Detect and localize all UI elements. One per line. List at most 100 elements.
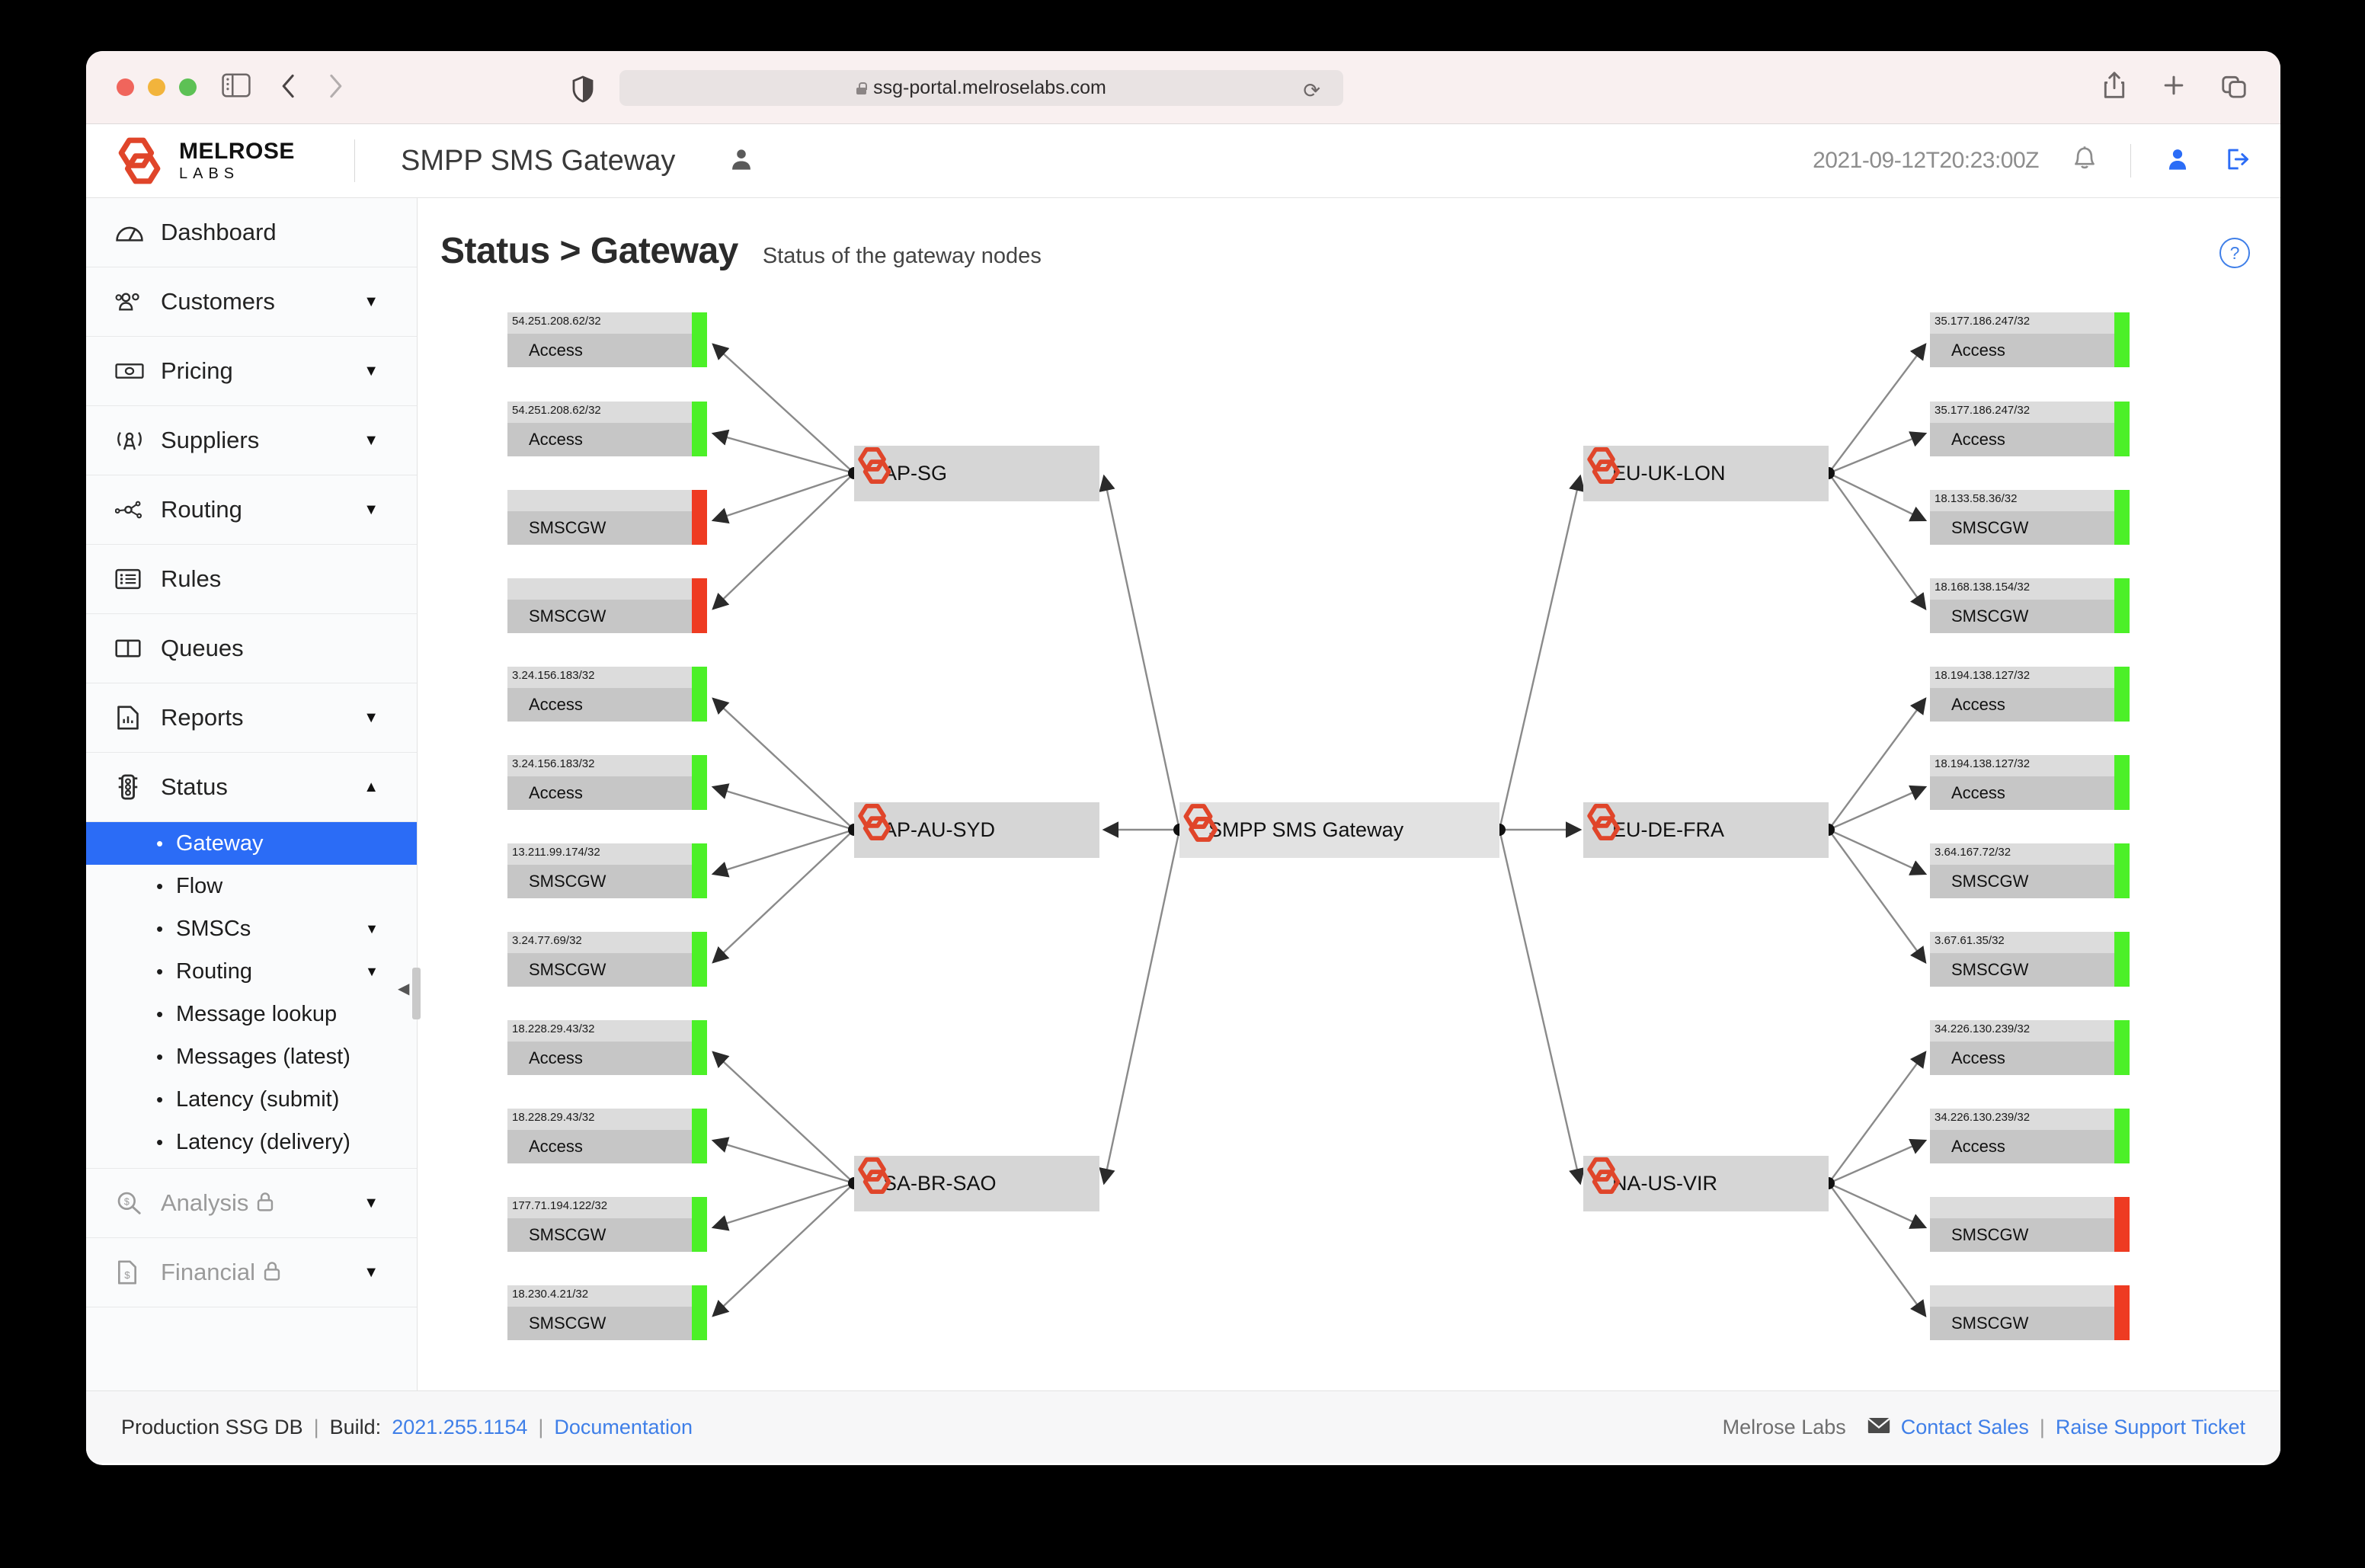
sidebar-item-latency-delivery[interactable]: • Latency (delivery) [86, 1121, 417, 1163]
topology-hub-node[interactable]: AP-SG [854, 446, 1099, 501]
chevron-down-icon[interactable]: ▼ [363, 1263, 379, 1281]
topology-hub-node[interactable]: NA-US-VIR [1583, 1156, 1829, 1211]
footer-contact-sales-link[interactable]: Contact Sales [1900, 1415, 2029, 1438]
sidebar-item-flow[interactable]: • Flow [86, 865, 417, 907]
sidebar-item-status[interactable]: Status ▲ [86, 753, 417, 822]
sidebar-item-smscs[interactable]: • SMSCs ▼ [86, 907, 417, 950]
leaf-status-indicator [2114, 312, 2130, 367]
leaf-type-label: Access [507, 1042, 692, 1075]
header-divider [354, 139, 355, 182]
maximize-window-button[interactable] [179, 78, 197, 96]
plus-icon[interactable] [2162, 72, 2185, 103]
chevron-down-icon[interactable]: ▼ [363, 1194, 379, 1211]
sidebar-item-label: Rules [161, 565, 222, 592]
bell-icon[interactable] [2072, 146, 2097, 177]
minimize-window-button[interactable] [148, 78, 165, 96]
sidebar-item-gateway[interactable]: • Gateway [86, 822, 417, 865]
sidebar-item-reports[interactable]: Reports ▼ [86, 683, 417, 753]
topology-leaf-node[interactable]: SMSCGW [1930, 1285, 2130, 1340]
leaf-ip-label: 18.228.29.43/32 [507, 1020, 692, 1042]
topology-leaf-node[interactable]: SMSCGW [507, 578, 707, 633]
sidebar-item-rules[interactable]: Rules [86, 545, 417, 614]
footer-documentation-link[interactable]: Documentation [554, 1415, 693, 1438]
reload-icon[interactable]: ⟳ [1303, 79, 1320, 102]
brand-logo[interactable]: MELROSE LABS [86, 136, 342, 186]
browser-window: ssg-portal.melroselabs.com ⟳ MELROSE LAB [86, 51, 2280, 1465]
leaf-type-label: Access [1930, 1130, 2114, 1163]
sidebar-item-suppliers[interactable]: Suppliers ▼ [86, 406, 417, 475]
people-icon[interactable] [728, 146, 754, 176]
chevron-down-icon[interactable]: ▼ [363, 362, 379, 379]
sidebar-toggle-icon[interactable] [222, 73, 251, 101]
tab-overview-icon[interactable] [2222, 72, 2246, 103]
window-traffic-lights[interactable] [117, 78, 197, 96]
chevron-down-icon[interactable]: ▼ [365, 963, 379, 979]
shield-icon[interactable] [572, 75, 594, 107]
sidebar-item-status-routing[interactable]: • Routing ▼ [86, 950, 417, 993]
sidebar-item-routing[interactable]: Routing ▼ [86, 475, 417, 545]
leaf-status-indicator [2114, 667, 2130, 722]
chevron-up-icon[interactable]: ▲ [363, 778, 379, 795]
sidebar-item-financial[interactable]: $ Financial ▼ [86, 1238, 417, 1307]
sidebar-item-queues[interactable]: Queues [86, 614, 417, 683]
sidebar-item-dashboard[interactable]: Dashboard [86, 198, 417, 267]
mail-icon [1867, 1416, 1890, 1439]
chevron-down-icon[interactable]: ▼ [363, 293, 379, 310]
sidebar-item-pricing[interactable]: Pricing ▼ [86, 337, 417, 406]
sidebar-item-message-lookup[interactable]: • Message lookup [86, 993, 417, 1035]
magnifier-dollar-icon: $ [115, 1191, 155, 1215]
topology-core-node[interactable]: SMPP SMS Gateway [1179, 802, 1499, 858]
topology-hub-node[interactable]: SA-BR-SAO [854, 1156, 1099, 1211]
topology-leaf-node[interactable]: SMSCGW [507, 490, 707, 545]
sidebar-item-messages-latest[interactable]: • Messages (latest) [86, 1035, 417, 1078]
sidebar-collapse-arrow-icon[interactable]: ◀ [398, 981, 410, 997]
address-bar[interactable]: ssg-portal.melroselabs.com ⟳ [619, 70, 1343, 106]
footer-raise-ticket-link[interactable]: Raise Support Ticket [2055, 1415, 2245, 1438]
chevron-down-icon[interactable]: ▼ [365, 920, 379, 936]
topology-hub-node[interactable]: AP-AU-SYD [854, 802, 1099, 858]
help-icon[interactable]: ? [2219, 238, 2250, 268]
footer-build-version-link[interactable]: 2021.255.1154 [392, 1415, 528, 1438]
share-icon[interactable] [2103, 72, 2126, 103]
user-icon[interactable] [2165, 146, 2191, 176]
sidebar-item-analysis[interactable]: $ Analysis ▼ [86, 1169, 417, 1238]
topology-hub-node[interactable]: EU-DE-FRA [1583, 802, 1829, 858]
sidebar-resize-handle[interactable] [412, 968, 421, 1019]
close-window-button[interactable] [117, 78, 134, 96]
sidebar-nav: Dashboard Customers ▼ Pricing ▼ Supplier… [86, 198, 418, 1390]
leaf-status-indicator [2114, 578, 2130, 633]
chevron-down-icon[interactable]: ▼ [363, 709, 379, 726]
forward-button[interactable] [325, 73, 345, 103]
content-area: Status > Gateway Status of the gateway n… [418, 198, 2280, 1390]
chevron-down-icon[interactable]: ▼ [363, 501, 379, 518]
report-icon [115, 706, 155, 730]
logout-icon[interactable] [2224, 146, 2250, 176]
topology-hub-node[interactable]: EU-UK-LON [1583, 446, 1829, 501]
back-button[interactable] [279, 73, 299, 103]
chevron-down-icon[interactable]: ▼ [363, 431, 379, 449]
sidebar-item-customers[interactable]: Customers ▼ [86, 267, 417, 337]
sidebar-item-latency-submit[interactable]: • Latency (submit) [86, 1078, 417, 1121]
topology-leaf-node[interactable]: SMSCGW [1930, 1197, 2130, 1252]
